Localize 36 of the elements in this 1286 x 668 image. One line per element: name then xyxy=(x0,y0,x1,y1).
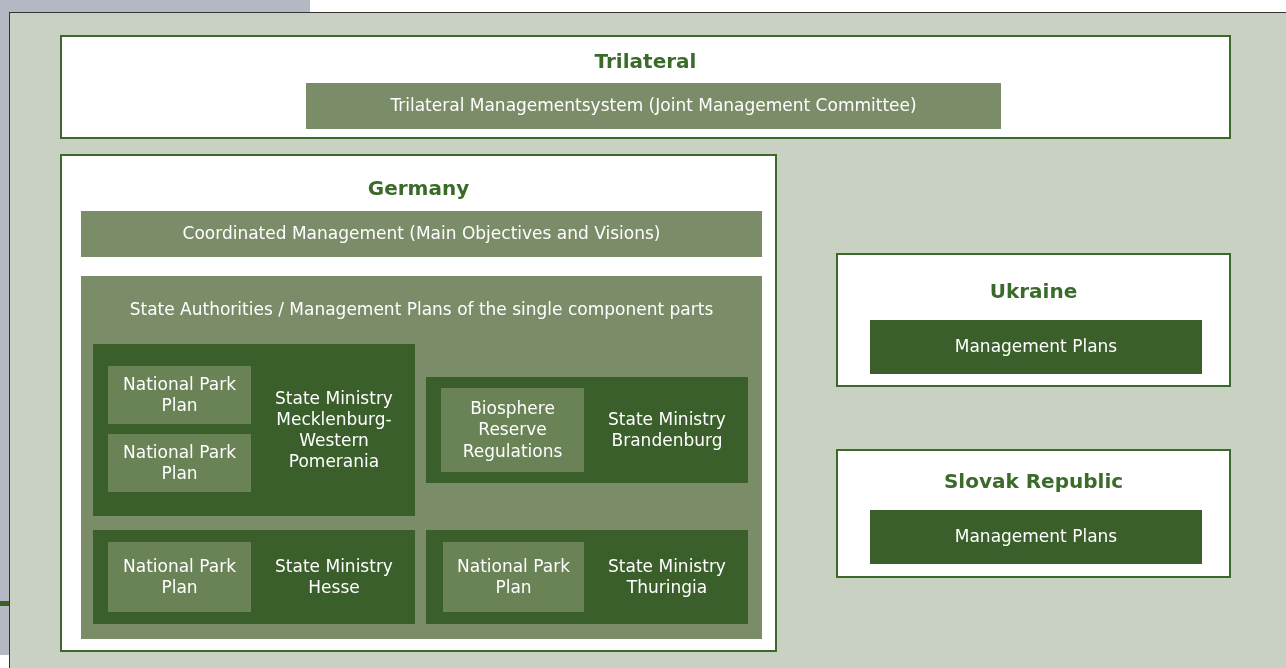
box-heading: Germany xyxy=(366,174,471,202)
bar-label: Trilateral Managementsystem (Joint Management Committee) xyxy=(389,94,918,118)
plan-box xyxy=(443,542,584,612)
bar-label: Coordinated Management (Main Objectives and Visions) xyxy=(181,222,662,246)
plan-label: Biosphere Reserve Regulations xyxy=(461,397,564,463)
plan-label: National Park Plan xyxy=(122,554,237,599)
ministry-box xyxy=(426,530,748,624)
plan-box xyxy=(108,542,251,612)
plan-label: National Park Plan xyxy=(456,554,571,599)
management-bar xyxy=(306,83,1001,129)
authorities-panel xyxy=(81,276,762,639)
country-box xyxy=(836,253,1231,387)
bar-label: Management Plans xyxy=(953,525,1119,549)
box-heading: Trilateral xyxy=(593,47,698,75)
ministry-box xyxy=(93,530,415,624)
plan-label: National Park Plan xyxy=(122,440,237,485)
ministry-box xyxy=(93,344,415,516)
box-heading: Slovak Republic xyxy=(942,467,1125,495)
bar-label: Management Plans xyxy=(953,335,1119,359)
country-box xyxy=(60,154,777,652)
panel-heading: State Authorities / Management Plans of the single component parts xyxy=(128,298,715,322)
ministry-label: State Ministry Thuringia xyxy=(607,554,727,599)
plan-box xyxy=(441,388,584,472)
plans-bar xyxy=(870,510,1202,564)
ministry-label: State Ministry Brandenburg xyxy=(607,407,727,452)
plan-box xyxy=(108,434,251,492)
country-box xyxy=(60,35,1231,139)
country-box xyxy=(836,449,1231,578)
plans-bar xyxy=(870,320,1202,374)
ministry-box xyxy=(426,377,748,483)
management-bar xyxy=(81,211,762,257)
plan-box xyxy=(108,366,251,424)
plan-label: National Park Plan xyxy=(122,372,237,417)
box-heading: Ukraine xyxy=(988,277,1079,305)
ministry-label: State Ministry Mecklenburg-Western Pomerania xyxy=(274,386,394,474)
ministry-label: State Ministry Hesse xyxy=(274,554,394,599)
